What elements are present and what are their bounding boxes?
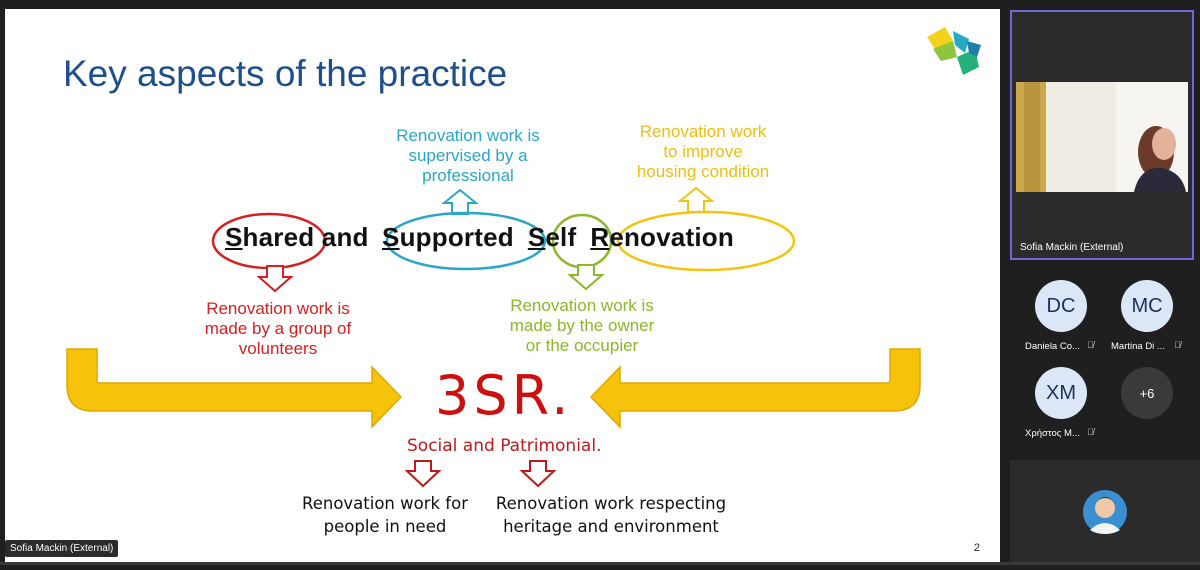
note-line: made by the owner xyxy=(509,316,655,335)
avatar-initials: DC xyxy=(1046,294,1076,317)
note-line: people in need xyxy=(323,517,447,536)
muted-mic-icon: 🎙̸ xyxy=(1087,340,1094,350)
presenter-name-tag: Sofia Mackin (External) xyxy=(5,540,119,557)
note-line: Renovation work is xyxy=(206,299,350,318)
self-avatar xyxy=(1083,490,1127,534)
participant-avatar-mc[interactable]: MC xyxy=(1121,280,1173,332)
slide-title: Key aspects of the practice xyxy=(63,53,508,94)
phrase-initial: S xyxy=(225,222,243,252)
camera-name: Sofia Mackin (External) xyxy=(1020,242,1124,253)
down-arrow-bottom-left xyxy=(404,460,442,488)
3sr-label: 3SR. xyxy=(435,364,573,427)
volunteers-note: Renovation work is made by a group of vo… xyxy=(183,299,373,359)
more-participants-button[interactable]: +6 xyxy=(1121,367,1173,419)
people-in-need-note: Renovation work for people in need xyxy=(295,492,475,538)
note-line: Renovation work is xyxy=(396,126,540,145)
renovation-ellipse xyxy=(616,210,796,272)
phrase-word: upported xyxy=(399,222,514,252)
left-bent-arrow xyxy=(66,348,403,429)
owner-note: Renovation work is made by the owner or … xyxy=(482,296,682,356)
self-view-tile[interactable] xyxy=(1010,460,1200,565)
muted-mic-icon: 🎙̸ xyxy=(1087,427,1094,437)
shared-slide: Key aspects of the practice Renovation w… xyxy=(5,9,1000,562)
camera-scene xyxy=(1016,82,1188,192)
phrase-word: enovation xyxy=(609,222,734,252)
presenter-camera-tile[interactable]: Sofia Mackin (External) xyxy=(1010,10,1194,260)
top-bar xyxy=(0,0,1200,9)
supervised-note: Renovation work is supervised by a profe… xyxy=(373,126,563,186)
down-arrow-green xyxy=(567,264,605,291)
down-arrow-red xyxy=(256,265,294,293)
note-line: made by a group of xyxy=(204,319,352,338)
heritage-note: Renovation work respecting heritage and … xyxy=(493,492,729,538)
phrase-word: hared xyxy=(242,222,315,252)
note-line: to improve xyxy=(663,142,743,161)
note-line: volunteers xyxy=(238,339,318,358)
supported-ellipse xyxy=(385,211,547,271)
avatar-initials: XM xyxy=(1046,381,1076,404)
note-line: Renovation work respecting xyxy=(495,494,727,513)
social-patrimonial-label: Social and Patrimonial. xyxy=(407,436,602,456)
phrase-initial: S xyxy=(382,222,400,252)
participant-name: Daniela Co... xyxy=(1025,341,1080,352)
diagram-shapes xyxy=(66,186,921,488)
up-arrow-blue xyxy=(441,188,479,215)
housing-note: Renovation work to improve housing condi… xyxy=(603,122,803,182)
note-line: Renovation work for xyxy=(301,494,468,513)
participant-avatar-dc[interactable]: DC xyxy=(1035,280,1087,332)
page-number: 2 xyxy=(973,542,980,554)
note-line: professional xyxy=(422,166,514,185)
note-line: Renovation work is xyxy=(510,296,654,315)
participant-name: Χρήστος Μ... xyxy=(1025,428,1080,439)
logo-icon xyxy=(927,27,981,75)
phrase-initial: S xyxy=(527,222,546,252)
down-arrow-bottom-right xyxy=(519,460,557,488)
note-line: housing condition xyxy=(636,162,770,181)
bottom-bar xyxy=(0,562,1200,565)
phrase-initial: R xyxy=(590,222,610,252)
participant-name: Martina Di ... xyxy=(1111,341,1165,352)
up-arrow-yellow xyxy=(677,186,715,213)
right-bent-arrow xyxy=(589,348,921,429)
note-line: supervised by a xyxy=(408,146,528,165)
muted-mic-icon: 🎙̸ xyxy=(1174,340,1181,350)
camera-video xyxy=(1016,82,1188,192)
more-count: +6 xyxy=(1139,385,1155,401)
phrase-word: and xyxy=(314,222,377,252)
participant-avatar-xm[interactable]: XM xyxy=(1035,367,1087,419)
note-line: Renovation work xyxy=(639,122,767,141)
note-line: or the occupier xyxy=(525,336,639,355)
phrase-word: elf xyxy=(545,222,577,252)
note-line: heritage and environment xyxy=(503,517,719,536)
avatar-initials: MC xyxy=(1131,294,1163,317)
